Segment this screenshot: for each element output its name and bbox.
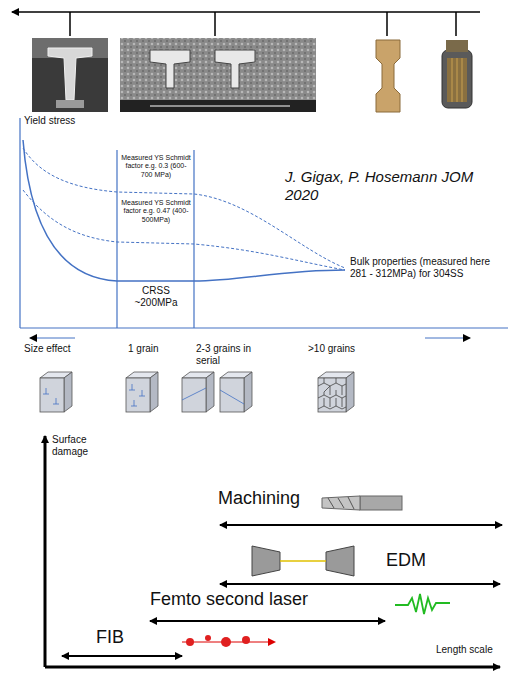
sem-tensile-image xyxy=(120,38,316,112)
crss-note: CRSS ~200MPa xyxy=(120,285,192,309)
scale-label: >10 grains xyxy=(308,343,355,355)
bottom-axes xyxy=(45,436,500,667)
axis-title: Length scale xyxy=(436,644,493,656)
method-label: Machining xyxy=(218,488,300,510)
milling-tool-icon xyxy=(322,496,402,510)
direction-arrows xyxy=(30,338,470,339)
reactor-component xyxy=(442,40,472,108)
scale-label: 2-3 grains in serial xyxy=(196,343,260,367)
chart-axes xyxy=(20,118,508,328)
ion-beam-icon xyxy=(182,635,276,647)
citation: J. Gigax, P. Hosemann JOM 2020 xyxy=(285,168,481,204)
scale-bracket xyxy=(12,12,480,36)
bulk-note: Bulk properties (measured here 281 - 312… xyxy=(350,256,507,280)
method-label: FIB xyxy=(96,627,124,649)
dogbone-specimen xyxy=(376,40,400,112)
axis-title: Surface damage xyxy=(52,434,114,458)
curve-note: Measured YS Schmidt factor e.g. 0.3 (600… xyxy=(120,154,192,179)
axis-title: Yield stress xyxy=(24,115,75,127)
yield-curves xyxy=(23,140,345,281)
method-label: Femto second laser xyxy=(150,589,308,611)
grain-cubes xyxy=(40,372,354,412)
method-label: EDM xyxy=(386,550,426,572)
range-arrows xyxy=(62,525,502,656)
edm-icon xyxy=(252,546,354,576)
curve-note: Measured YS Schmidt factor e.g. 0.47 (40… xyxy=(120,199,192,224)
laser-pulse-icon xyxy=(395,594,450,614)
sem-micropillar-image xyxy=(32,38,108,112)
scale-label: Size effect xyxy=(24,343,71,355)
scale-label: 1 grain xyxy=(128,343,159,355)
